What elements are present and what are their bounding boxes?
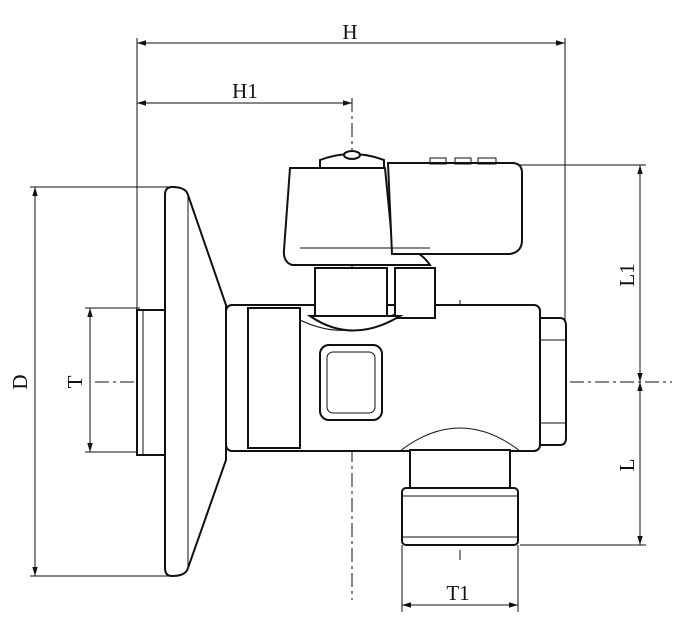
dim-label-t1: T1 [446, 581, 469, 605]
valve-handle[interactable] [282, 150, 523, 266]
dim-label-h1: H1 [232, 79, 258, 103]
outlet-hex-nut [539, 317, 567, 446]
dim-label-t: T [63, 375, 87, 388]
inlet-thread [136, 309, 166, 456]
dimension-lines [32, 40, 643, 608]
dim-label-l: L [615, 459, 639, 472]
dim-label-d: D [8, 374, 32, 389]
wall-flange [164, 185, 227, 578]
dim-label-h: H [342, 20, 357, 44]
bottom-outlet [401, 449, 519, 546]
valve-body [225, 304, 541, 452]
valve-stem [306, 267, 436, 332]
dim-label-l1: L1 [615, 263, 639, 286]
